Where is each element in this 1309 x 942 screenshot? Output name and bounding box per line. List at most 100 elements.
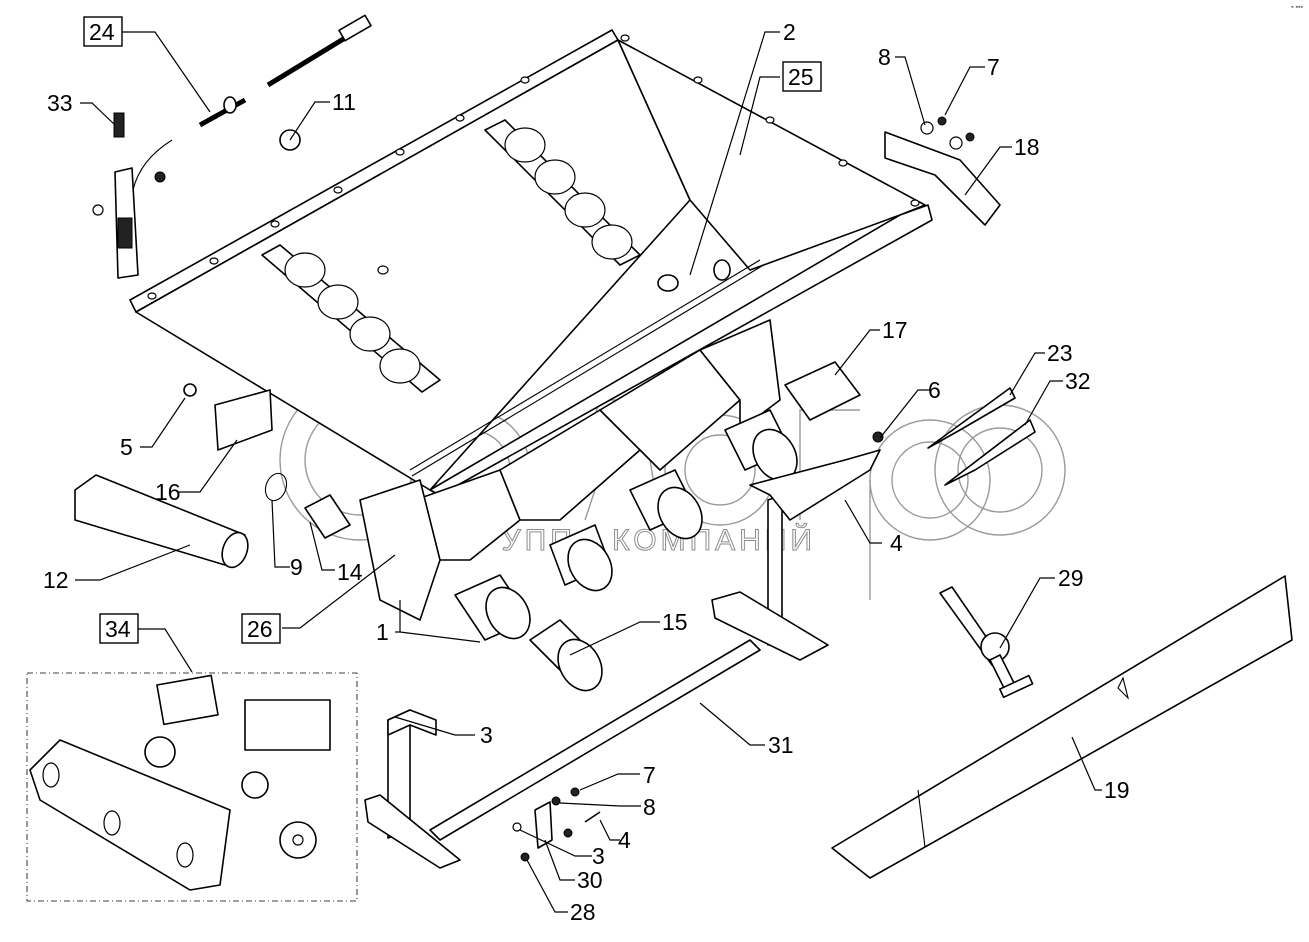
leader-4b — [599, 819, 620, 841]
part-8-washer — [920, 121, 934, 135]
rim-hole — [395, 148, 405, 156]
leader-3a — [394, 716, 475, 736]
leader-8 — [895, 56, 926, 126]
callout-6: 6 — [928, 377, 941, 403]
outlet-tube-end — [567, 538, 613, 592]
callout-33: 33 — [47, 90, 73, 116]
watermark-letter — [684, 434, 756, 506]
washer — [949, 136, 963, 150]
guard-hole — [176, 842, 194, 868]
slot-hole — [564, 192, 606, 228]
watermark-letter — [934, 404, 1066, 536]
rim-hole — [147, 292, 157, 300]
callout-4b: 4 — [618, 827, 631, 853]
callout-34: 34 — [105, 616, 131, 642]
callout-4a: 4 — [890, 530, 903, 556]
rim-hole — [693, 76, 703, 84]
callout-1: 1 — [376, 619, 389, 645]
meter-housings — [359, 319, 781, 621]
part-18-plate — [884, 131, 1001, 226]
drive-side-plate — [359, 479, 441, 621]
stand-foot-right — [711, 591, 829, 661]
rim-hole — [838, 159, 848, 167]
sensor-head — [338, 14, 372, 42]
mount-bolt — [92, 204, 104, 216]
callout-box-24 — [83, 16, 123, 47]
part-9-clamp — [264, 472, 288, 502]
part-4-bracket — [749, 449, 881, 521]
sensor-connector — [117, 217, 133, 249]
callout-17: 17 — [882, 317, 908, 343]
chain-guard — [29, 739, 231, 891]
slot-hole — [349, 316, 391, 352]
leader-3b — [519, 829, 592, 857]
leader-33 — [80, 102, 116, 126]
part-34-drive-assembly — [26, 672, 358, 902]
leader-26 — [282, 554, 396, 629]
leader-31 — [699, 702, 765, 746]
callout-26: 26 — [247, 616, 273, 642]
part-3-bracket — [534, 801, 553, 849]
leader-2 — [689, 31, 780, 276]
rim-hole — [520, 76, 530, 84]
leader-1 — [395, 600, 481, 643]
rim-hole — [765, 116, 775, 124]
leader-15 — [569, 621, 660, 656]
callout-15: 15 — [662, 609, 688, 635]
guard-hole — [103, 810, 121, 836]
meter-housing — [499, 409, 641, 521]
part-33-fitting — [113, 112, 125, 138]
sprocket — [144, 736, 176, 768]
gearbox — [156, 674, 219, 726]
callout-labels: 24 33 11 2 25 8 7 18 17 23 32 6 4 5 16 1… — [43, 16, 1130, 925]
part-16-cover-plate — [214, 389, 273, 451]
part-6-bolt — [872, 431, 884, 443]
sprocket-hub — [292, 834, 304, 846]
deflector-clip — [1117, 676, 1130, 700]
outlet-tube-end — [485, 586, 531, 640]
part-23-scraper — [927, 387, 1016, 449]
callout-5: 5 — [120, 434, 133, 460]
part-15-tube — [529, 619, 603, 692]
outlet-tubes — [454, 409, 798, 641]
bolt-2-head — [657, 274, 679, 292]
part-24-sensor — [92, 14, 372, 279]
callout-12: 12 — [43, 567, 69, 593]
deflector-plate — [831, 575, 1293, 879]
deflector-fold — [917, 789, 926, 848]
rim-hole — [209, 257, 219, 265]
rim-hole — [455, 114, 465, 122]
leader-7b — [579, 773, 640, 791]
leader-17 — [834, 329, 880, 376]
leader-23 — [1009, 352, 1045, 396]
meter-housing — [599, 349, 741, 471]
hopper-slot-strip — [484, 119, 641, 266]
leader-lines — [75, 31, 1102, 913]
callout-box-26 — [241, 613, 281, 644]
part-30-bolt — [512, 822, 522, 832]
slot-hole — [379, 348, 421, 384]
callout-29: 29 — [1058, 565, 1084, 591]
leader-5 — [140, 397, 186, 448]
callout-box-34 — [99, 613, 139, 644]
watermark-subtitle: ГРУППА КОМПАНИЙ — [458, 523, 816, 557]
tube-end — [557, 638, 603, 692]
leader-4 — [844, 499, 882, 544]
leader-30 — [544, 839, 575, 881]
agitator-shaft — [409, 259, 761, 471]
leader-18 — [964, 146, 1012, 196]
shaft-bushing — [713, 259, 731, 281]
part-32-scraper — [944, 419, 1036, 486]
callout-28: 28 — [570, 899, 596, 925]
cross-member-31 — [429, 639, 761, 841]
part-19-deflector — [831, 575, 1293, 879]
callout-8b: 8 — [643, 794, 656, 820]
callout-32: 32 — [1065, 368, 1091, 394]
callout-8a: 8 — [878, 44, 891, 70]
part-5-bolt — [183, 383, 197, 397]
callout-24: 24 — [89, 19, 115, 45]
drive-assembly-frame — [26, 672, 358, 902]
rim-hole — [333, 186, 343, 194]
